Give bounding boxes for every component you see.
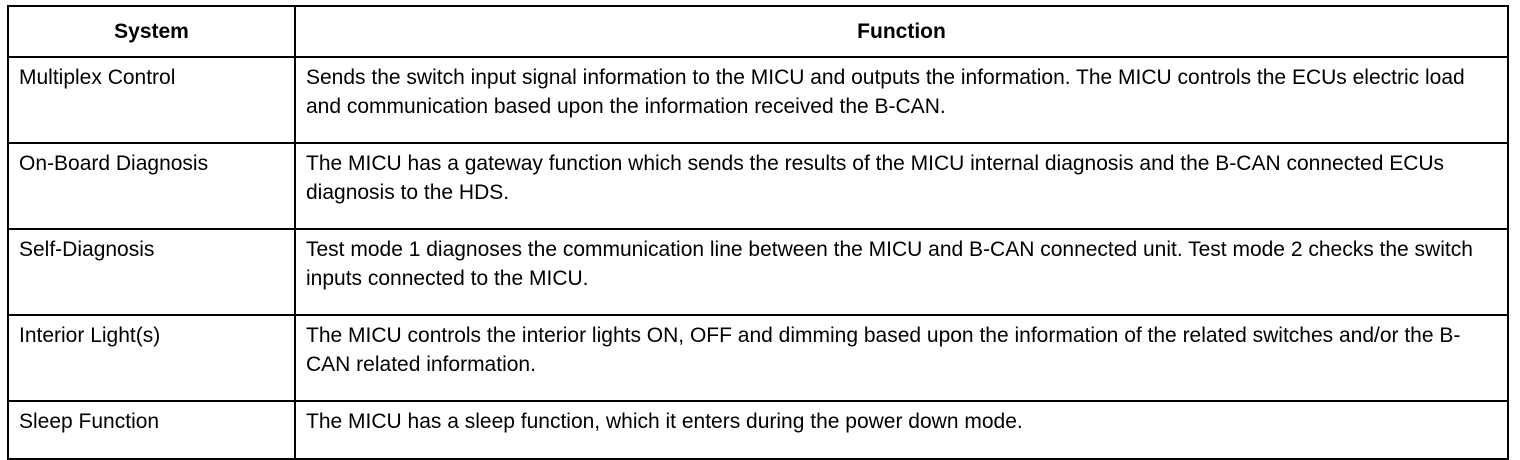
system-cell: Interior Light(s) xyxy=(7,314,296,402)
function-cell: Test mode 1 diagnoses the communication … xyxy=(294,228,1509,316)
system-function-table-container: System Function Multiplex Control Sends … xyxy=(7,5,1509,460)
function-cell: The MICU has a gateway function which se… xyxy=(294,142,1509,230)
function-cell: Sends the switch input signal informatio… xyxy=(294,56,1509,144)
system-function-table: System Function Multiplex Control Sends … xyxy=(7,5,1509,460)
table-row: On-Board Diagnosis The MICU has a gatewa… xyxy=(7,142,1509,230)
table-row: Self-Diagnosis Test mode 1 diagnoses the… xyxy=(7,228,1509,316)
function-cell: The MICU controls the interior lights ON… xyxy=(294,314,1509,402)
column-header-function: Function xyxy=(294,5,1509,58)
system-cell: Sleep Function xyxy=(7,400,296,460)
table-row: Multiplex Control Sends the switch input… xyxy=(7,56,1509,144)
table-row: Sleep Function The MICU has a sleep func… xyxy=(7,400,1509,460)
table-row: Interior Light(s) The MICU controls the … xyxy=(7,314,1509,402)
system-cell: Multiplex Control xyxy=(7,56,296,144)
column-header-system: System xyxy=(7,5,296,58)
system-cell: Self-Diagnosis xyxy=(7,228,296,316)
function-cell: The MICU has a sleep function, which it … xyxy=(294,400,1509,460)
table-header-row: System Function xyxy=(7,5,1509,58)
system-cell: On-Board Diagnosis xyxy=(7,142,296,230)
